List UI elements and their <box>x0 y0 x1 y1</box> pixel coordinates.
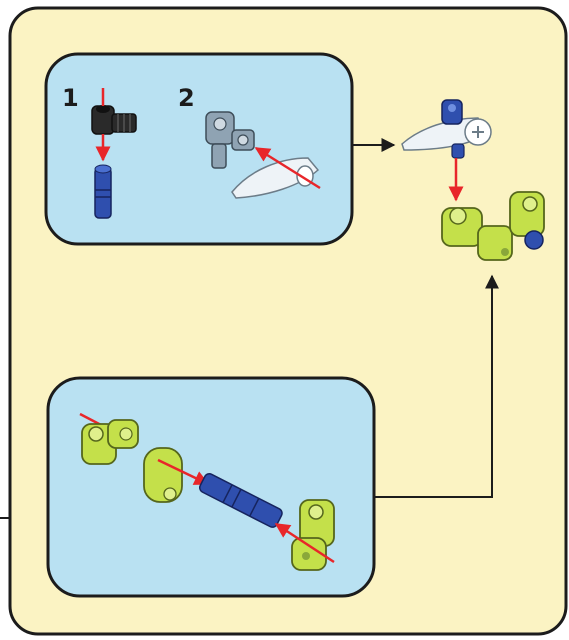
blue-axle-pin-1 <box>94 164 112 219</box>
red-insert-arrow-b2 <box>157 458 210 486</box>
sub-step-number-2: 2 <box>178 84 195 112</box>
black-angle-connector <box>91 105 137 135</box>
lime-joint-assembly <box>441 191 545 261</box>
blue-axle-pin-2 <box>199 472 283 528</box>
gray-angle-connector <box>205 111 255 169</box>
lime-angle-connector-left <box>81 419 139 465</box>
sub-step-panel-a <box>44 52 354 246</box>
assembled-blade-connector <box>401 99 492 159</box>
red-insert-arrow-b3 <box>274 522 335 564</box>
lime-cam-piece <box>143 447 183 503</box>
red-insert-arrow-2 <box>254 146 321 190</box>
sub-step-number-1: 1 <box>62 84 79 112</box>
lime-angle-connector-right <box>291 499 335 571</box>
arrow-panel-b-to-result <box>374 274 499 498</box>
